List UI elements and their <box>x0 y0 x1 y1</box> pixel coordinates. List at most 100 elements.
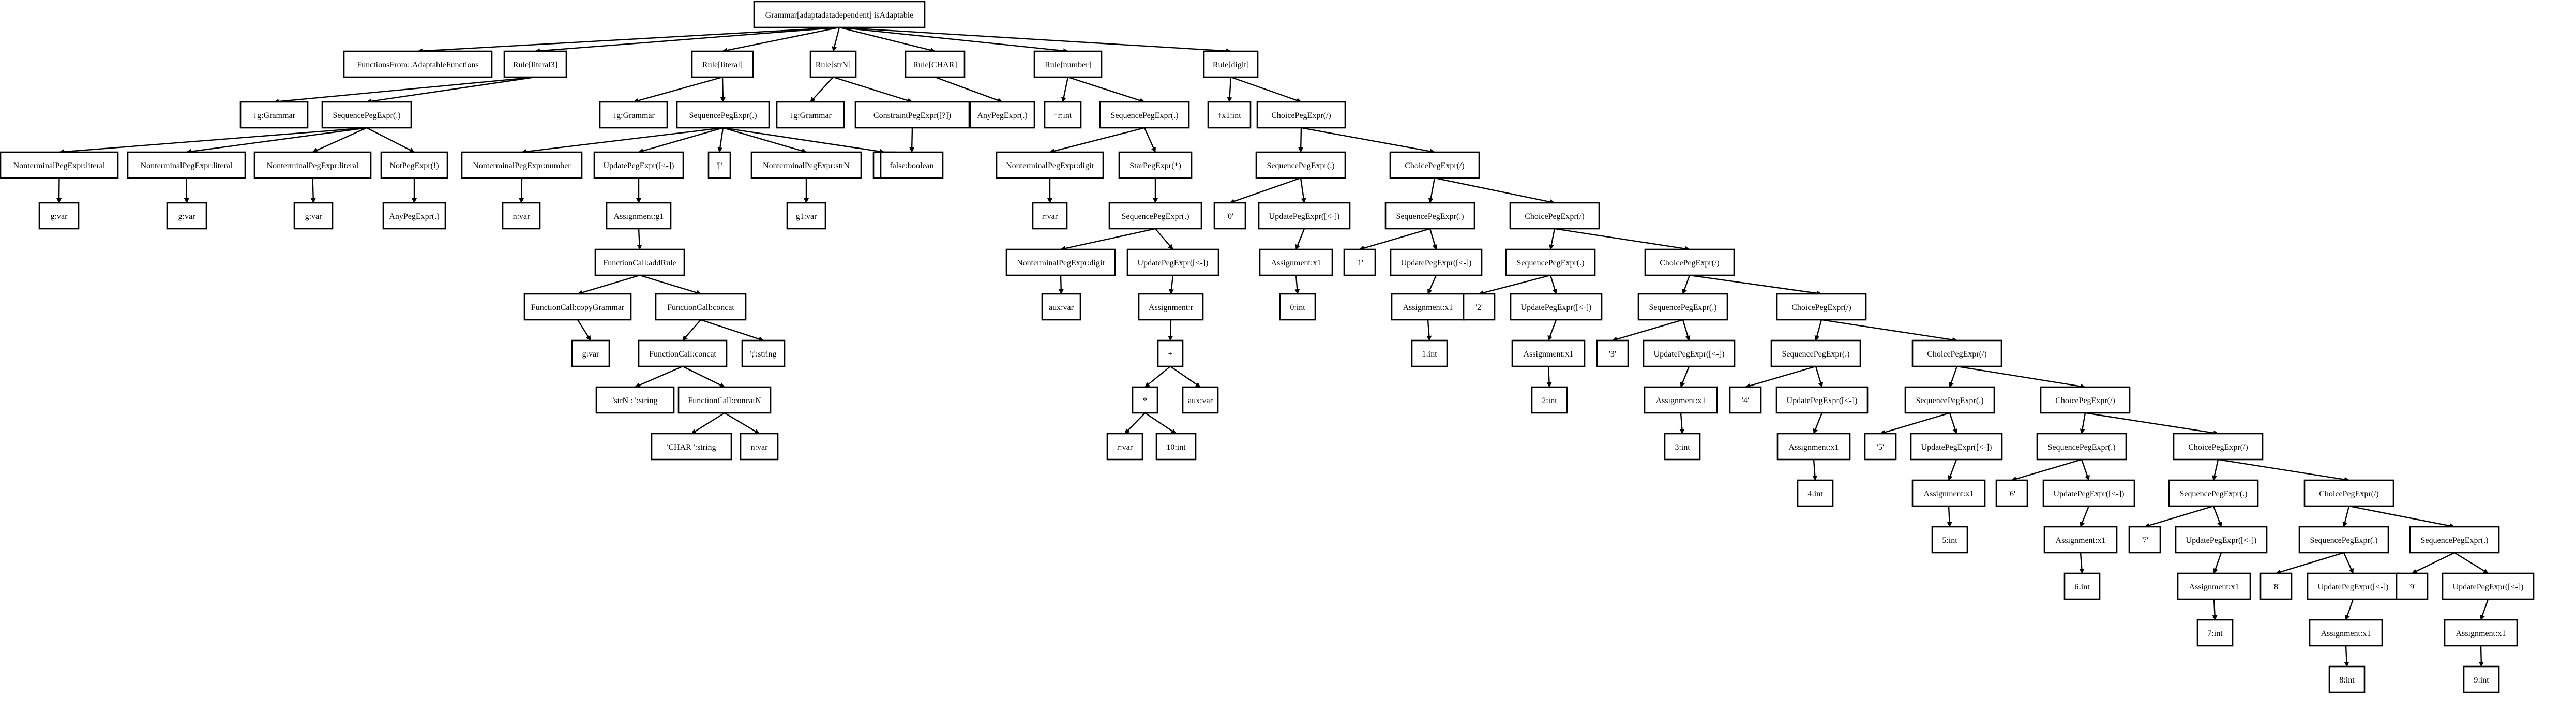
tree-edge-c3-c4 <box>1689 274 1822 296</box>
tree-node-label: SequencePegExpr(.) <box>2420 536 2488 545</box>
tree-node-anypegexpr: AnyPegExpr(.) <box>382 202 446 230</box>
tree-node-box <box>2328 665 2366 693</box>
tree-node-box <box>1643 339 1736 367</box>
tree-node-box <box>1118 151 1193 179</box>
tree-node-label: Rule[digit] <box>1213 61 1249 69</box>
tree-node-box <box>1531 386 1568 414</box>
tree-node-assignment-x1: Assignment:x1 <box>1511 339 1586 367</box>
tree-edge-n19-n21 <box>638 127 724 154</box>
tree-node-label: FunctionCall:concat <box>649 350 716 359</box>
tree-edge-u4-a4 <box>1813 412 1823 434</box>
tree-node-updatepegexpr: UpdatePegExpr([<-]) <box>1390 248 1483 276</box>
tree-edge-s0-t0 <box>1229 177 1301 204</box>
tree-node-label: SequencePegExpr(.) <box>1396 212 1464 221</box>
tree-edge-n28-n29 <box>577 274 640 295</box>
tree-node-box <box>599 101 668 129</box>
tree-node-box <box>1775 386 1869 414</box>
tree-edge-a6-v6 <box>2079 552 2085 574</box>
tree-node-box <box>1041 293 1081 321</box>
tree-node-label: ChoicePegExpr(/) <box>2188 443 2248 452</box>
tree-node-label: '0' <box>1226 212 1233 221</box>
tree-node-label: SequencePegExpr(.) <box>1782 350 1849 359</box>
tree-node-sequencepegexpr: SequencePegExpr(.) <box>2036 433 2127 461</box>
tree-node-label: ↓g:Grammar <box>789 111 832 120</box>
tree-node-assignment-x1: Assignment:x1 <box>2043 526 2118 554</box>
tree-edges <box>56 26 2489 667</box>
tree-node-label: NonterminalPegExpr:literal <box>267 161 359 170</box>
tree-node-label: Assignment:x1 <box>1403 303 1453 312</box>
tree-node-box <box>740 433 779 461</box>
tree-node-char-string: 'CHAR ':string <box>651 433 732 461</box>
tree-node-label: aux:var <box>1049 303 1074 312</box>
tree-node-box <box>1664 433 1701 461</box>
tree-edge-s7-t7 <box>2144 505 2214 528</box>
tree-node-1: '1' <box>1343 248 1376 276</box>
tree-node-sequencepegexpr: SequencePegExpr(.) <box>1904 386 1995 414</box>
tree-node-label: n:var <box>513 212 531 221</box>
tree-node-box <box>1390 248 1483 276</box>
tree-node-label: 9:int <box>2474 676 2489 685</box>
tree-node-sequencepegexpr: SequencePegExpr(.) <box>1505 248 1596 276</box>
tree-edge-s4-u4 <box>1815 366 1824 388</box>
tree-node-label: FunctionCall:addRule <box>603 259 676 268</box>
tree-node-box <box>382 202 446 230</box>
tree-node-label: SequencePegExpr(.) <box>2179 490 2247 498</box>
tree-node-r-int: ↑r:int <box>1044 101 1082 129</box>
tree-edge-n43-n44 <box>1049 127 1145 154</box>
tree-node-label: false:boolean <box>890 161 933 170</box>
tree-node-sequencepegexpr: SequencePegExpr(.) <box>1384 202 1475 230</box>
tree-node-box <box>606 202 672 230</box>
tree-node-box <box>1213 202 1246 230</box>
tree-node-label: Assignment:r <box>1149 303 1194 312</box>
tree-node-box <box>380 151 448 179</box>
tree-node-g1-var: g1:var <box>786 202 826 230</box>
tree-edge-a8-v8 <box>2344 645 2349 667</box>
tree-node-box <box>321 101 412 129</box>
tree-node-box <box>741 339 786 367</box>
tree-edge-n26-n28 <box>637 228 642 250</box>
tree-edge-s1-t1 <box>1359 228 1430 251</box>
tree-node-box <box>1106 433 1143 461</box>
tree-node-label: g:var <box>305 212 323 221</box>
tree-node-starpegexpr: StarPegExpr(*) <box>1118 151 1193 179</box>
tree-node-g-grammar: ↓g:Grammar <box>776 101 845 129</box>
tree-edge-n9-n13 <box>366 127 415 153</box>
tree-edge-n29-n31 <box>577 319 592 341</box>
tree-edge-s3-u3 <box>1682 319 1691 341</box>
tree-edge-s1-u1 <box>1429 228 1438 250</box>
tree-node-box <box>1258 202 1351 230</box>
tree-edge-n9-n11 <box>186 127 367 154</box>
tree-edge-c2-c3 <box>1554 228 1690 251</box>
tree-node-box <box>127 151 246 179</box>
tree-node-7-int: 7:int <box>2196 619 2234 647</box>
tree-node-box <box>1259 248 1333 276</box>
tree-node-sequencepegexpr: SequencePegExpr(.) <box>676 101 770 129</box>
tree-node-updatepegexpr: UpdatePegExpr([<-]) <box>593 151 684 179</box>
tree-edge-n19-n22 <box>717 127 724 153</box>
tree-node-grammar-adaptadatadependent-isadaptable: Grammar[adaptadatadependent] isAdaptable <box>753 1 926 28</box>
tree-node-label: + <box>1168 350 1172 359</box>
tree-node-5: '5' <box>1864 433 1897 461</box>
tree-node-box <box>503 50 567 78</box>
tree-node-choicepegexpr: ChoicePegExpr(/) <box>1911 339 2002 367</box>
tree-node-box <box>293 202 334 230</box>
tree-node-box <box>2307 572 2400 600</box>
tree-node-label: AnyPegExpr(.) <box>977 111 1027 120</box>
tree-node-box <box>1207 101 1252 129</box>
tree-edge-n53-n56 <box>1144 412 1177 434</box>
tree-node-label: 5:int <box>1942 536 1957 545</box>
tree-node-rule-char: Rule[CHAR] <box>905 50 966 78</box>
tree-node-box <box>594 248 685 276</box>
tree-node-box <box>905 50 966 78</box>
tree-edge-n30-n33 <box>700 319 764 342</box>
tree-node-g-var: g:var <box>571 339 610 367</box>
tree-node-r-var: r:var <box>1106 433 1143 461</box>
tree-node-node: '[' <box>707 151 731 179</box>
tree-edge-n0-n4 <box>832 27 840 52</box>
tree-node-label: Assignment:x1 <box>2189 583 2239 591</box>
tree-node-label: UpdatePegExpr([<-]) <box>2186 536 2257 545</box>
tree-node-label: Grammar[adaptadatadependent] isAdaptable <box>765 11 914 20</box>
tree-node-label: ↓g:Grammar <box>612 111 655 120</box>
tree-node-box <box>677 386 772 414</box>
tree-node-label: r:var <box>1042 212 1058 221</box>
